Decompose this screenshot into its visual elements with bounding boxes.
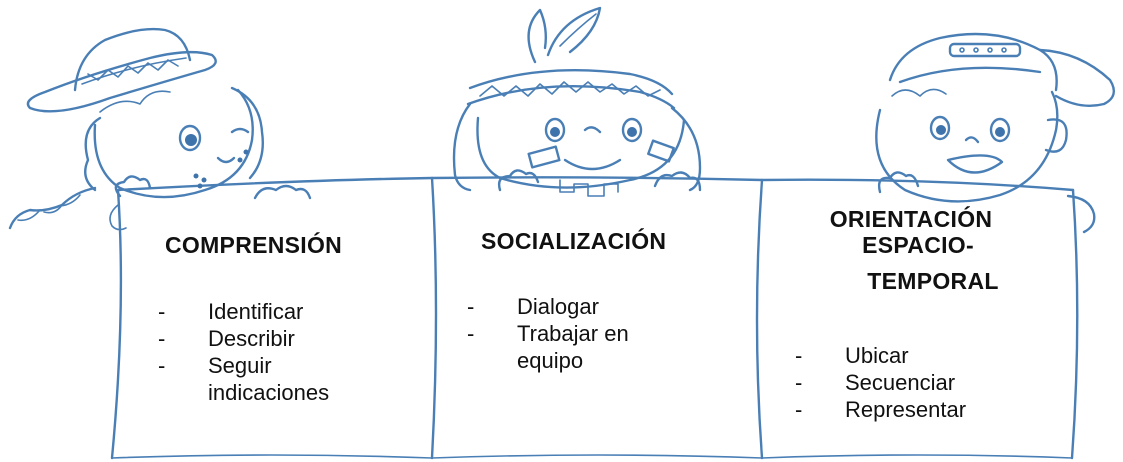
panel-1-title: COMPRENSIÓN bbox=[165, 232, 343, 258]
panel-2-list: Dialogar Trabajar en equipo bbox=[467, 293, 727, 374]
list-item: Dialogar bbox=[467, 293, 727, 320]
list-item: Seguir indicaciones bbox=[158, 352, 358, 406]
boy-with-cap-icon bbox=[875, 32, 1116, 234]
list-item: Secuenciar bbox=[795, 369, 1055, 396]
list-item: Representar bbox=[795, 396, 1055, 423]
panel-3-list: Ubicar Secuenciar Representar bbox=[795, 342, 1055, 423]
girl-with-hat-icon bbox=[8, 27, 312, 231]
child-with-feather-icon bbox=[452, 6, 702, 197]
list-item: Describir bbox=[158, 325, 408, 352]
list-item: Trabajar en equipo bbox=[467, 320, 677, 374]
panel-1-list: Identificar Describir Seguir indicacione… bbox=[158, 298, 408, 406]
panel-3-title: ORIENTACIÓN ESPACIO- TEMPORAL bbox=[796, 206, 1026, 294]
panel-2-title: SOCIALIZACIÓN bbox=[481, 228, 667, 254]
list-item: Ubicar bbox=[795, 342, 1055, 369]
list-item: Identificar bbox=[158, 298, 408, 325]
panel-3-title-line: TEMPORAL bbox=[867, 268, 999, 294]
banner-sheets bbox=[110, 176, 1079, 460]
panel-3-title-line: ORIENTACIÓN bbox=[829, 206, 993, 232]
panel-3-title-line: ESPACIO- bbox=[862, 232, 974, 258]
